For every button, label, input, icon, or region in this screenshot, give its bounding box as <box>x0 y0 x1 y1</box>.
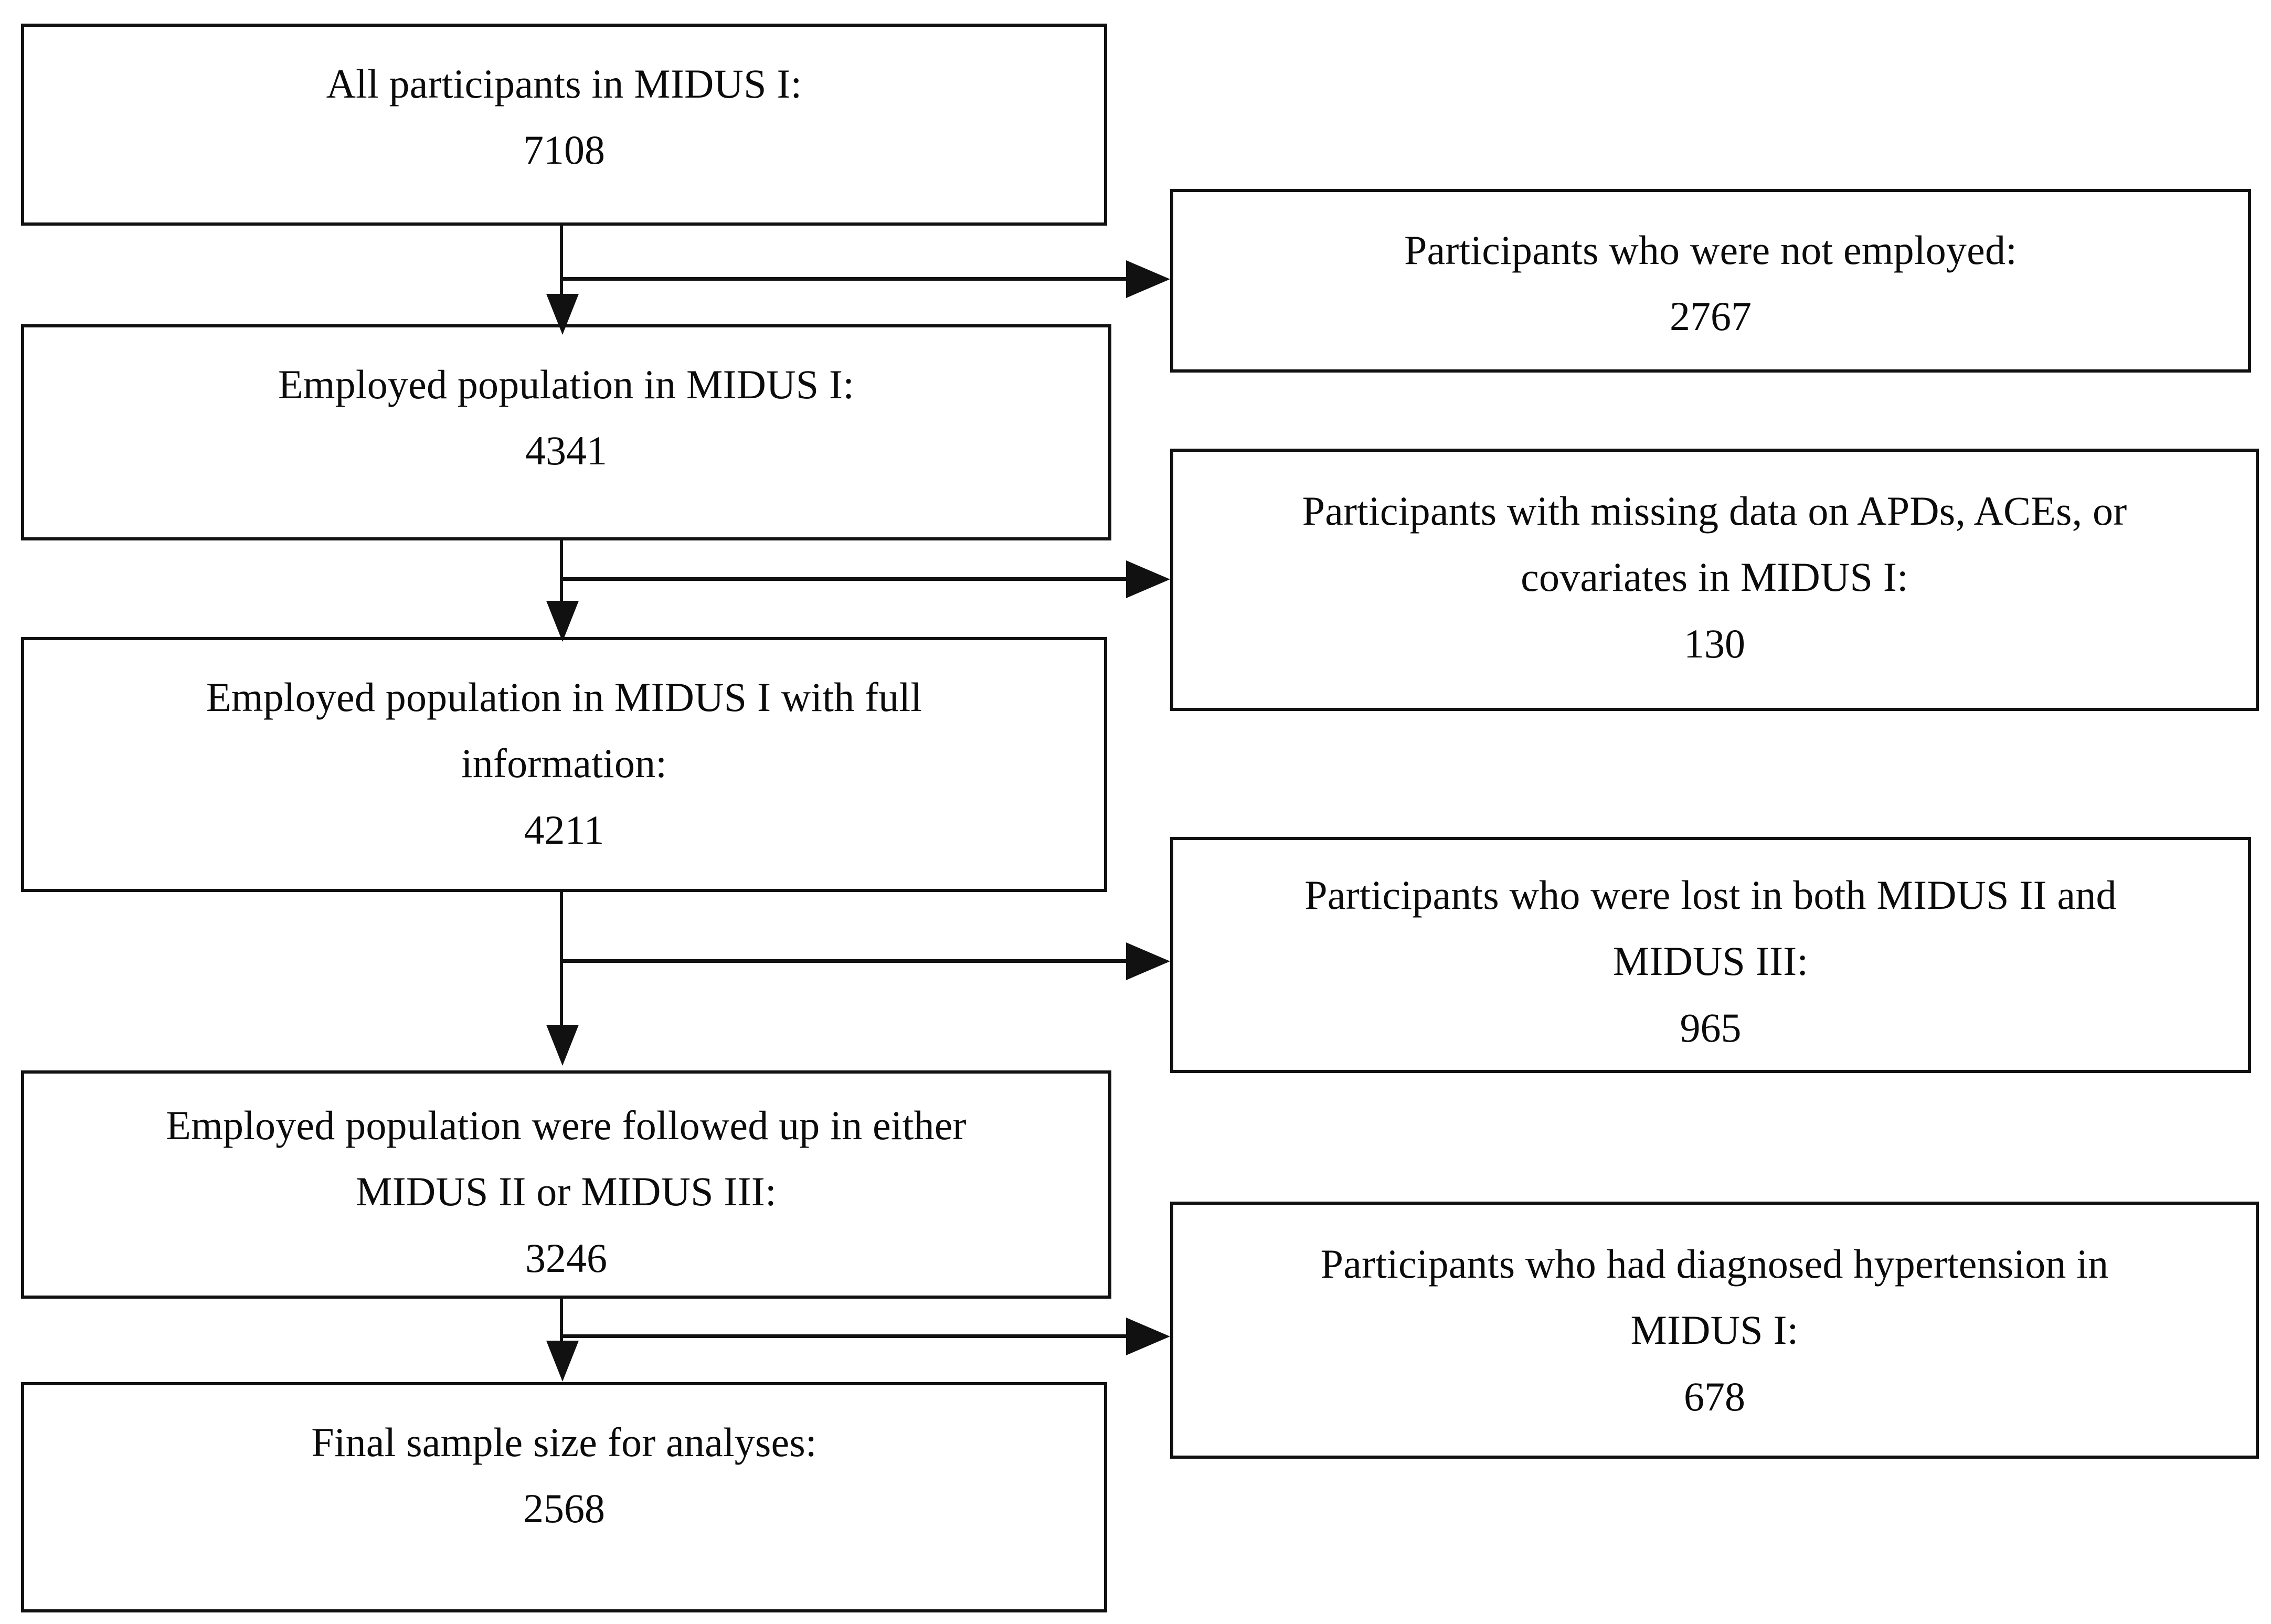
connector-horizontal-4 <box>560 1334 1129 1338</box>
arrow-down-4 <box>546 1341 579 1382</box>
box-text-block: Employed population were followed up in … <box>24 1092 1108 1291</box>
arrow-down-3 <box>546 1025 579 1066</box>
box-line-1: Employed population in MIDUS I with full <box>206 674 922 720</box>
box-text-block: Employed population in MIDUS I: 4341 <box>24 352 1108 484</box>
box-count: 130 <box>1684 620 1745 666</box>
box-text-block: Participants who were not employed: 2767 <box>1173 217 2248 350</box>
connector-horizontal-2 <box>560 577 1129 581</box>
flow-box-followed-up: Employed population were followed up in … <box>21 1070 1111 1299</box>
arrow-down-2 <box>546 601 579 642</box>
box-line-1: Participants who had diagnosed hypertens… <box>1320 1241 2109 1287</box>
box-text-block: All participants in MIDUS I: 7108 <box>24 51 1104 184</box>
box-count: 4211 <box>524 806 604 853</box>
box-line-1: All participants in MIDUS I: <box>326 61 802 107</box>
connector-vertical-1 <box>560 226 563 310</box>
connector-vertical-3 <box>560 892 563 1034</box>
arrow-right-2 <box>1126 560 1170 598</box>
exclusion-box-missing-data: Participants with missing data on APDs, … <box>1170 449 2259 711</box>
box-line-1: Participants with missing data on APDs, … <box>1302 488 2127 534</box>
box-count: 4341 <box>525 428 607 474</box>
box-line-2: MIDUS I: <box>1630 1307 1799 1353</box>
box-count: 2568 <box>523 1485 605 1532</box>
box-line-1: Participants who were not employed: <box>1404 227 2018 273</box>
connector-horizontal-1 <box>560 277 1129 281</box>
exclusion-box-not-employed: Participants who were not employed: 2767 <box>1170 189 2251 373</box>
connector-vertical-4 <box>560 1299 563 1356</box>
arrow-right-3 <box>1126 942 1170 980</box>
box-count: 2767 <box>1670 293 1752 339</box>
box-line-1: Employed population were followed up in … <box>166 1102 967 1148</box>
box-text-block: Participants who were lost in both MIDUS… <box>1173 862 2248 1061</box>
box-line-2: MIDUS II or MIDUS III: <box>356 1169 777 1215</box>
box-count: 7108 <box>523 127 605 173</box>
box-text-block: Participants who had diagnosed hypertens… <box>1173 1231 2256 1430</box>
box-line-1: Participants who were lost in both MIDUS… <box>1304 872 2117 918</box>
exclusion-box-diagnosed-hypertension: Participants who had diagnosed hypertens… <box>1170 1202 2259 1459</box>
flow-box-employed-full-information: Employed population in MIDUS I with full… <box>21 637 1107 892</box>
box-count: 3246 <box>525 1235 607 1281</box>
box-line-1: Employed population in MIDUS I: <box>278 362 855 407</box>
box-line-2: covariates in MIDUS I: <box>1521 554 1908 600</box>
box-text-block: Employed population in MIDUS I with full… <box>24 664 1104 863</box>
flow-box-final-sample: Final sample size for analyses: 2568 <box>21 1382 1107 1612</box>
arrow-down-1 <box>546 294 579 335</box>
connector-vertical-2 <box>560 540 563 624</box>
box-line-2: MIDUS III: <box>1612 938 1809 984</box>
box-line-1: Final sample size for analyses: <box>311 1419 817 1465</box>
arrow-right-4 <box>1126 1318 1170 1355</box>
flow-box-all-participants: All participants in MIDUS I: 7108 <box>21 24 1107 226</box>
box-count: 678 <box>1684 1373 1745 1419</box>
connector-horizontal-3 <box>560 959 1129 963</box>
arrow-right-1 <box>1126 260 1170 298</box>
box-line-2: information: <box>461 740 667 787</box>
box-text-block: Final sample size for analyses: 2568 <box>24 1409 1104 1542</box>
box-count: 965 <box>1680 1004 1742 1050</box>
flow-box-employed-population: Employed population in MIDUS I: 4341 <box>21 324 1111 540</box>
exclusion-box-lost-to-followup: Participants who were lost in both MIDUS… <box>1170 837 2251 1073</box>
box-text-block: Participants with missing data on APDs, … <box>1173 478 2256 677</box>
